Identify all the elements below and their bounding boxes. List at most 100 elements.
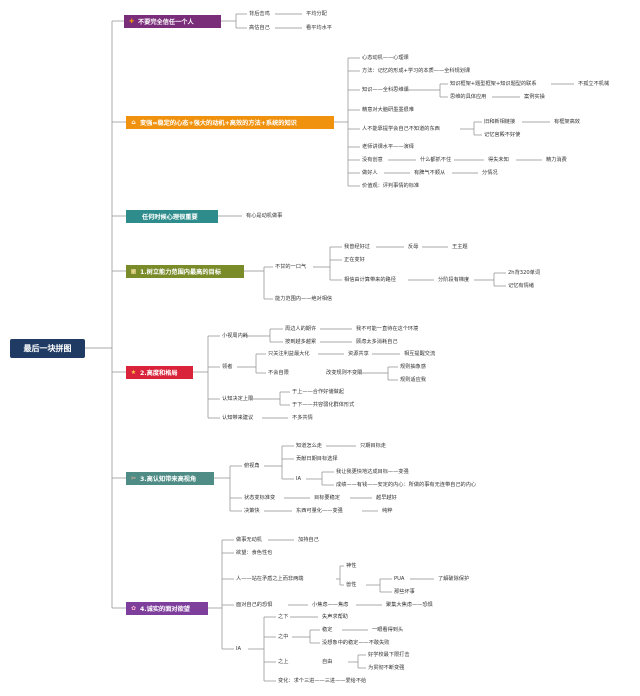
node-s1-a[interactable]: 背后击鸡 (249, 11, 270, 17)
node-s4-a1[interactable]: 我曾经好过 (344, 244, 370, 250)
node-s5-b[interactable]: 领者 (222, 364, 233, 370)
node-s5-c1[interactable]: 于上——合作好储做起 (292, 389, 344, 395)
node-s5-a2a[interactable]: 顾虑太多消耗自己 (356, 339, 398, 345)
node-s7-b[interactable]: 欲望：食色性也 (236, 550, 273, 556)
node-s2-e1[interactable]: 旧和新相链接 (484, 119, 516, 125)
node-s7-e1[interactable]: 之下 (278, 614, 289, 620)
topic-desire[interactable]: ✿ 4.诚实的面对欲望 (126, 602, 208, 615)
node-s7-d[interactable]: 面对自己的恐惧 (236, 602, 273, 608)
node-s5-b2[interactable]: 不会自限 (268, 370, 289, 376)
topic-become-stronger[interactable]: ⌂ 变强=稳定的心态+强大的动机+高效的方法+系统的知识 (126, 116, 334, 129)
node-s5-a1a[interactable]: 我不可能一直待在这个环境 (356, 326, 419, 332)
node-s2-g1[interactable]: 什么都抓不住 (420, 157, 452, 163)
node-s2-e[interactable]: 人不能靠提学会自己不知道的东西 (362, 126, 440, 132)
node-s7-e2a1[interactable]: 一眼看得到头 (372, 627, 404, 633)
node-s6-a1[interactable]: 知道怎么走 (296, 443, 322, 449)
node-s7-c2b[interactable]: 那些坏事 (394, 589, 415, 595)
node-s6-a1a[interactable]: 只期目标走 (360, 443, 386, 449)
node-s7-e2a[interactable]: 稳定 (322, 627, 333, 633)
node-s2-c1a[interactable]: 不孤立不机械 (578, 81, 610, 87)
node-s5-b2a[interactable]: 改变规则不变限 (326, 370, 363, 376)
cross-icon: ✚ (128, 18, 135, 25)
node-s2-c[interactable]: 知识——全科思维课 (362, 87, 409, 93)
node-s4-a2[interactable]: 正在变好 (344, 257, 365, 263)
node-s7-e3a[interactable]: 自由 (322, 659, 333, 665)
node-s6-a3[interactable]: ΙΑ (296, 476, 302, 482)
node-s4-a3a[interactable]: 分阶段有梯度 (438, 277, 470, 283)
node-s7-e3[interactable]: 之上 (278, 659, 289, 665)
node-s2-a[interactable]: 心态动机——心理课 (362, 55, 409, 61)
node-s2-f[interactable]: 老师讲课水平——演绎 (362, 144, 414, 150)
node-s7-e3a2[interactable]: 为贯彻不断变强 (368, 665, 405, 671)
node-s7-e2[interactable]: 之中 (278, 634, 289, 640)
node-s5-a1[interactable]: 周边人的期许 (285, 326, 317, 332)
node-s5-b2a1[interactable]: 规则抽象感 (400, 364, 426, 370)
node-s1-a1[interactable]: 平均分配 (306, 11, 327, 17)
node-s5-c2[interactable]: 于下——共容弱化群体形式 (292, 402, 355, 408)
root-node[interactable]: 最后一块拼图 (10, 339, 85, 358)
node-s2-g3[interactable]: 精力消费 (546, 157, 567, 163)
node-s7-c[interactable]: 人——站在矛盾之上而非两端 (236, 576, 304, 582)
node-s7-d1[interactable]: 小焦虑——焦虑 (312, 602, 349, 608)
node-s2-e2[interactable]: 记忆宫殿不好使 (484, 132, 521, 138)
node-s4-b[interactable]: 能力范围内——绝对相信 (275, 296, 333, 302)
node-s2-c2[interactable]: 思维的具体应用 (450, 94, 487, 100)
node-s5-b1b[interactable]: 相互提醒交流 (404, 351, 436, 357)
node-s7-e1a[interactable]: 失声求帮助 (322, 614, 348, 620)
node-s6-b1[interactable]: 目标要稳定 (314, 495, 340, 501)
node-s6-c1a[interactable]: 纯粹 (382, 508, 393, 514)
node-s2-i[interactable]: 价值观：评判事情的标准 (362, 183, 420, 189)
node-s5-a[interactable]: 小视周内耗 (222, 333, 248, 339)
node-s6-b1a[interactable]: 越早越好 (376, 495, 397, 501)
node-s2-d[interactable]: 精意对大脑研墨墨很难 (362, 107, 414, 113)
node-s4-a1b[interactable]: 王主题 (452, 244, 468, 250)
node-s2-h[interactable]: 做好人 (362, 170, 378, 176)
node-s6-a2[interactable]: 贡献日期目标选择 (296, 456, 338, 462)
node-s2-c1[interactable]: 知识框架+题型框架+知识题型的联系 (450, 81, 537, 87)
node-s7-e2b[interactable]: 没想象中的稳定——不敢失败 (322, 640, 390, 646)
node-s4-a3a2[interactable]: 记忆有情绪 (508, 283, 534, 289)
node-s6-a3a[interactable]: 我让我更快地达成目标——变强 (336, 469, 409, 475)
node-s5-b1a[interactable]: 资源共享 (348, 351, 369, 357)
node-s5-b2a2[interactable]: 规则适应我 (400, 377, 426, 383)
node-s7-c2a1[interactable]: 了解破除保护 (438, 576, 470, 582)
topic-distrust[interactable]: ✚ 不要完全信任一个人 (124, 15, 221, 28)
node-s6-a[interactable]: 俯视角 (244, 463, 260, 469)
node-s7-e3a1[interactable]: 好学校最下限打击 (368, 652, 410, 658)
topic-goals[interactable]: ▦ 1.树立能力范围内最高的目标 (126, 265, 244, 278)
node-s7-a1[interactable]: 加持自己 (298, 537, 319, 543)
node-s5-c[interactable]: 认知决定上限 (222, 396, 254, 402)
node-s2-g2[interactable]: 得失未知 (488, 157, 509, 163)
node-s6-b[interactable]: 状态变标准变 (244, 495, 276, 501)
node-s7-c2a[interactable]: PUA (394, 576, 405, 582)
node-s3-a[interactable]: 有心是动机做事 (246, 213, 283, 219)
node-s6-c1[interactable]: 东西可量化——变强 (296, 508, 343, 514)
node-s2-e1a[interactable]: 有框架高效 (554, 119, 580, 125)
node-s5-d[interactable]: 认知带来建议 (222, 415, 254, 421)
topic-cognition[interactable]: ✂ 3.高认知带来高视角 (126, 472, 214, 485)
node-s4-a1a[interactable]: 反辱 (408, 244, 419, 250)
node-s2-h1[interactable]: 有脾气不顺从 (414, 170, 446, 176)
node-s2-c2a[interactable]: 案例实操 (524, 94, 545, 100)
node-s4-a3[interactable]: 相信由计算带来的路径 (344, 277, 396, 283)
node-s4-a3a1[interactable]: 2h背320单词 (508, 270, 541, 276)
node-s1-b[interactable]: 高估自己 (249, 25, 270, 31)
node-s7-e[interactable]: ΙΑ (236, 646, 242, 652)
node-s2-h2[interactable]: 分情况 (482, 170, 498, 176)
node-s2-g[interactable]: 没有创意 (362, 157, 383, 163)
node-s7-f[interactable]: 变化：求个三进——三进——爱给不给 (278, 678, 367, 684)
node-s7-c1[interactable]: 神性 (346, 563, 357, 569)
node-s5-d1[interactable]: 不多共情 (292, 415, 313, 421)
node-s1-b1[interactable]: 看平均水平 (306, 25, 332, 31)
node-s7-a[interactable]: 做事无动机 (236, 537, 262, 543)
topic-height-pattern[interactable]: ★ 2.高度和格局 (126, 366, 193, 379)
node-s2-b[interactable]: 方法：记忆的形成+学习的本质——全科规划课 (362, 68, 471, 74)
node-s5-b1[interactable]: 只关注利益最大化 (268, 351, 310, 357)
node-s6-c[interactable]: 决策快 (244, 508, 260, 514)
node-s5-a2[interactable]: 按到越多越累 (285, 339, 317, 345)
topic-mindset[interactable]: 任何时候心理很重要 (126, 210, 218, 223)
node-s7-c2[interactable]: 兽性 (346, 582, 357, 588)
node-s6-a3b[interactable]: 成绩——有钱——安定的内心：所做的事有无连带自己的内心 (336, 482, 477, 488)
node-s7-d1a[interactable]: 聚集大焦虑——恐惧 (386, 602, 433, 608)
node-s4-a[interactable]: 不甘的一口气 (275, 264, 307, 270)
